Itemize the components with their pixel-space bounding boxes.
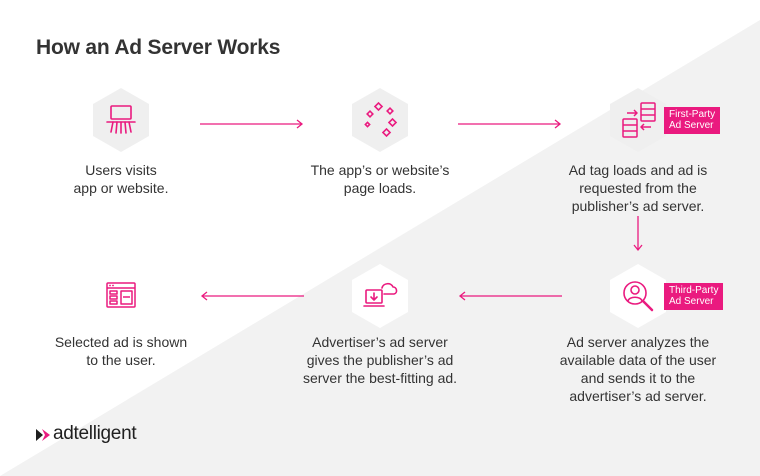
laptop-typing-icon <box>106 105 136 134</box>
page-title: How an Ad Server Works <box>36 36 281 59</box>
step-5-text: Advertiser’s ad server gives the publish… <box>302 334 458 386</box>
server-exchange-icon <box>622 102 656 138</box>
cloud-download-icon <box>363 282 398 307</box>
step-2-hex <box>352 88 408 152</box>
step-3-text: Ad tag loads and ad is requested from th… <box>568 162 708 214</box>
step-1-text: Users visits app or website. <box>73 162 169 196</box>
first-party-badge: First-Party Ad Server <box>664 107 721 134</box>
browser-window-icon <box>106 282 136 308</box>
arrow-step5-to-step6 <box>200 291 304 301</box>
step-6-text: Selected ad is shown to the user. <box>54 334 188 368</box>
logo-mark-icon <box>36 429 50 441</box>
arrow-step4-to-step5 <box>458 291 562 301</box>
arrow-step3-to-step4 <box>633 216 643 252</box>
step-2-text: The app’s or website’s page loads. <box>310 162 450 196</box>
loading-dots-icon <box>364 101 398 138</box>
arrow-step2-to-step3 <box>458 119 562 129</box>
user-search-icon <box>623 281 654 312</box>
step-4-text: Ad server analyzes the available data of… <box>559 334 717 404</box>
third-party-badge: Third-Party Ad Server <box>664 283 724 310</box>
arrow-step1-to-step2 <box>200 119 304 129</box>
logo-text: adtelligent <box>53 423 137 444</box>
